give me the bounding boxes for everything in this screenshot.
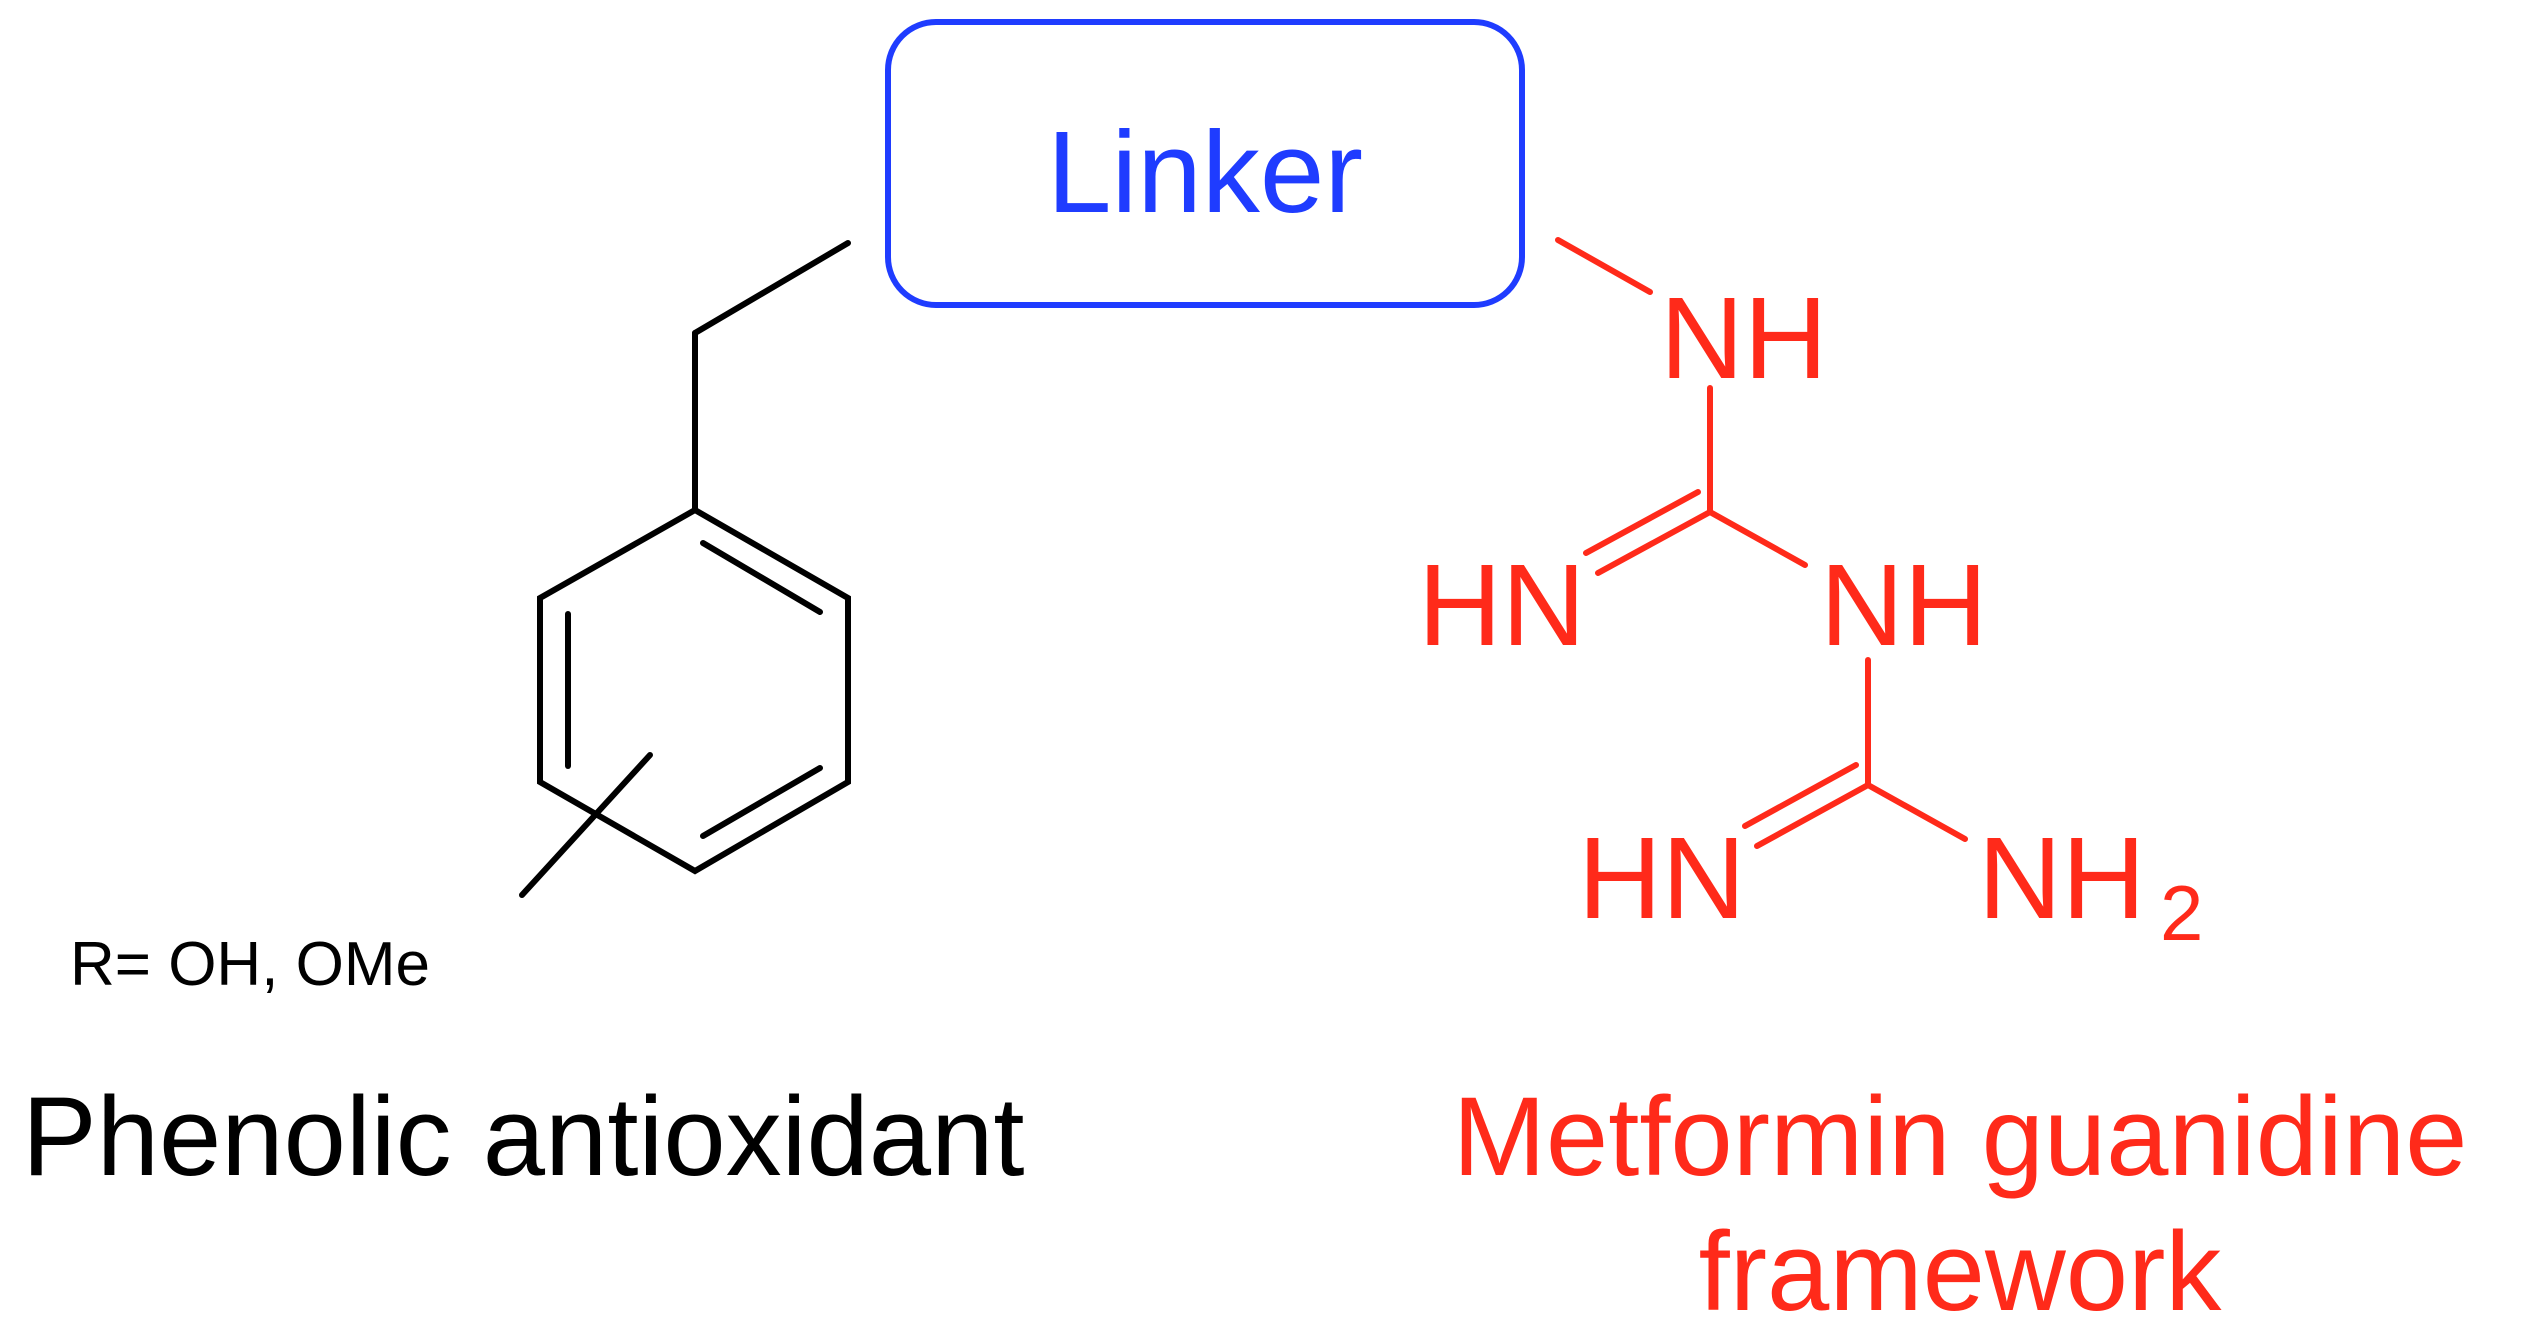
metformin-atoms: NH HN NH HN NH 2	[1418, 273, 2203, 957]
metformin-caption-line2: framework	[1699, 1209, 2223, 1334]
benzene-ring	[537, 506, 851, 875]
c1-hn-double-bond-a	[1595, 509, 1713, 576]
c2-to-nh2-bond	[1865, 782, 1968, 842]
substituent-label: R= OH, OMe	[70, 930, 430, 999]
atom-hn-left: HN	[1418, 540, 1586, 670]
atom-nh2: NH	[1978, 813, 2146, 943]
atom-nh-top: NH	[1660, 273, 1828, 403]
linker-attachment-bond-right	[1555, 237, 1653, 295]
c1-hn-double-bond-b	[1583, 489, 1701, 556]
ring-double-bond-1	[700, 540, 823, 615]
linker-box	[885, 19, 1525, 308]
metformin-caption-line1: Metformin guanidine	[1453, 1074, 2468, 1199]
substituent-bond	[519, 752, 653, 898]
atom-hn-bottom: HN	[1578, 813, 1746, 943]
atom-nh2-subscript: 2	[2160, 869, 2203, 957]
atom-nh-middle: NH	[1820, 540, 1988, 670]
ring-double-bond-2	[700, 765, 823, 839]
c1-to-nh-middle-bond	[1707, 509, 1808, 568]
metformin-bonds	[1555, 237, 1968, 849]
c2-hn-double-bond-a	[1754, 782, 1871, 849]
phenolic-caption: Phenolic antioxidant	[22, 1074, 1024, 1199]
c2-hn-double-bond-b	[1742, 762, 1859, 829]
phenolic-structure	[519, 240, 851, 898]
linker-label: Linker	[1047, 107, 1363, 237]
linker-attachment-bond-left	[692, 240, 851, 336]
linker-group: Linker	[885, 19, 1525, 308]
